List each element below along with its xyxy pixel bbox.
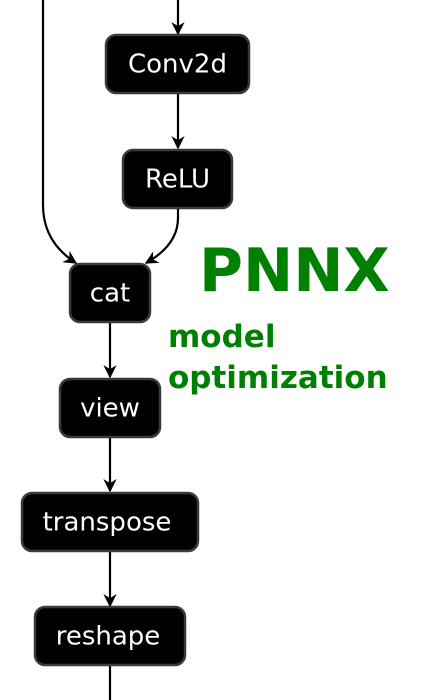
node-reshape-label: reshape	[56, 622, 161, 652]
node-view-label: view	[80, 394, 140, 424]
node-transpose: transpose	[20, 491, 200, 553]
node-view: view	[58, 377, 162, 439]
node-conv2d: Conv2d	[104, 33, 251, 95]
node-cat: cat	[68, 262, 152, 324]
brand-subtitle-line2: optimization	[168, 360, 388, 396]
node-relu: ReLU	[121, 148, 234, 210]
brand-title: PNNX	[199, 236, 390, 306]
node-transpose-label: transpose	[43, 508, 172, 538]
node-cat-label: cat	[90, 279, 130, 309]
edge-relu-to-cat	[144, 208, 180, 264]
edge-skip-to-cat	[41, 0, 78, 264]
brand-subtitle-line1: model	[168, 319, 275, 355]
node-conv2d-label: Conv2d	[128, 50, 227, 80]
node-reshape: reshape	[33, 605, 187, 667]
node-relu-label: ReLU	[145, 165, 210, 195]
